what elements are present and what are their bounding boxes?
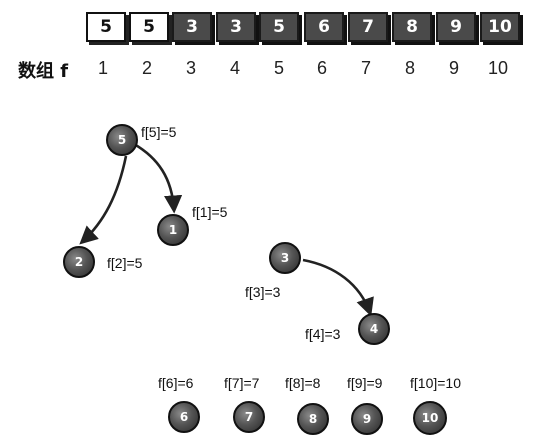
array-cell-6: 6: [304, 12, 344, 42]
index-4: 4: [229, 58, 240, 78]
array-label: 数组 f: [18, 61, 69, 82]
array-cell-2: 5: [129, 12, 169, 42]
index-3: 3: [185, 58, 196, 78]
array-cell-3: 3: [172, 12, 212, 42]
label-f4: f[4]=3: [305, 326, 341, 342]
node-6: 6: [168, 401, 200, 433]
node-1: 1: [157, 214, 189, 246]
index-5: 5: [273, 58, 284, 78]
node-7: 7: [233, 401, 265, 433]
index-10: 10: [487, 58, 509, 78]
node-2: 2: [63, 246, 95, 278]
node-10: 10: [413, 401, 447, 435]
edge-3-to-4: [302, 258, 374, 317]
index-7: 7: [360, 58, 371, 78]
label-f6: f[6]=6: [158, 375, 194, 391]
label-f2: f[2]=5: [107, 255, 143, 271]
array-cell-1: 5: [86, 12, 126, 42]
array-cell-5: 5: [259, 12, 299, 42]
edge-5-to-1: [133, 142, 183, 214]
array-cell-7: 7: [348, 12, 388, 42]
node-4: 4: [358, 313, 390, 345]
node-5: 5: [106, 124, 138, 156]
index-1: 1: [97, 58, 108, 78]
edge-5-to-2: [79, 155, 128, 245]
label-f9: f[9]=9: [347, 375, 383, 391]
label-f5: f[5]=5: [141, 124, 177, 140]
label-f1: f[1]=5: [192, 204, 228, 220]
array-cell-10: 10: [480, 12, 520, 42]
node-8: 8: [297, 403, 329, 435]
index-9: 9: [448, 58, 459, 78]
index-6: 6: [316, 58, 327, 78]
array-cell-9: 9: [436, 12, 476, 42]
label-f3: f[3]=3: [245, 284, 281, 300]
node-3: 3: [269, 242, 301, 274]
array-cell-8: 8: [392, 12, 432, 42]
label-f7: f[7]=7: [224, 375, 260, 391]
label-f10: f[10]=10: [410, 375, 461, 391]
node-9: 9: [351, 403, 383, 435]
array-cell-4: 3: [216, 12, 256, 42]
label-f8: f[8]=8: [285, 375, 321, 391]
index-8: 8: [404, 58, 415, 78]
index-2: 2: [141, 58, 152, 78]
